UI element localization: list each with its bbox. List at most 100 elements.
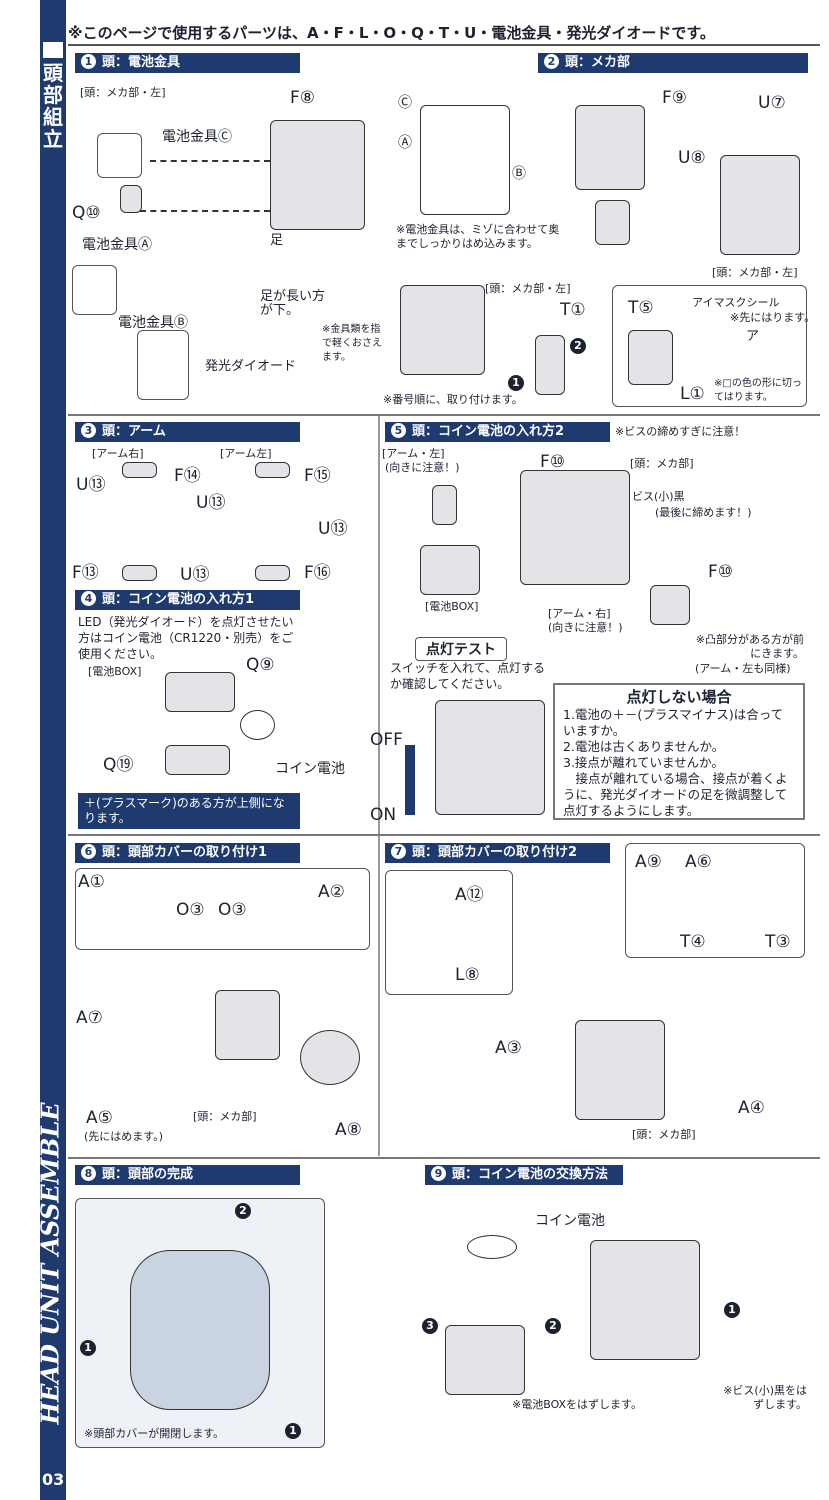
- part-label: Ⓑ: [512, 166, 526, 182]
- mecha-part-view: [420, 105, 510, 215]
- plus-side-note: ＋(プラスマーク)のある方が上側になります。: [78, 793, 300, 829]
- label: [頭：メカ部]: [193, 1110, 257, 1123]
- part-label: T①: [560, 300, 586, 320]
- part-label: A④: [738, 1098, 765, 1118]
- part-label: F⑩: [540, 452, 566, 472]
- head-mecha: [590, 1240, 700, 1360]
- label: アイマスクシール: [692, 296, 780, 309]
- note: ※頭部カバーが開閉します。: [84, 1427, 225, 1440]
- note: ※電池金具は、ミゾに合わせて奥までしっかりはめ込みます。: [396, 223, 560, 250]
- battery-box-cover: [165, 672, 235, 712]
- part-label: U⑬: [76, 475, 106, 495]
- label: [頭：メカ部・左]: [712, 266, 798, 279]
- part-label: A①: [78, 872, 105, 892]
- head-mecha: [215, 990, 280, 1060]
- switch-on-label: ON: [370, 805, 397, 825]
- order-mark-1: 1: [80, 1340, 96, 1356]
- part-label: U⑬: [196, 493, 226, 513]
- part-l1: [628, 330, 673, 385]
- part-label: A⑦: [76, 1008, 103, 1028]
- part-label: U⑬: [180, 565, 210, 585]
- order-mark-1: 1: [724, 1302, 740, 1318]
- label: [頭：メカ部・左]: [485, 282, 571, 295]
- label: [電池BOX]: [88, 665, 142, 678]
- coin-battery: [467, 1235, 517, 1259]
- label: [頭：メカ部]: [632, 1128, 696, 1141]
- head-mecha: [435, 700, 545, 815]
- part-label: F⑭: [174, 466, 201, 486]
- order-mark-2: 2: [570, 338, 586, 354]
- part-label: コイン電池: [535, 1213, 605, 1229]
- part-label: 電池金具Ⓑ: [118, 315, 188, 331]
- troubleshoot-text: 1.電池の＋－(プラスマイナス)は合っていますか。 2.電池は古くありませんか。…: [563, 707, 788, 818]
- order-mark-2: 2: [545, 1318, 561, 1334]
- note: ※ビス(小)黒をはずします。: [723, 1384, 807, 1411]
- part-label: O③: [176, 900, 205, 920]
- side-marker: [43, 42, 63, 58]
- side-title: 頭部組立: [43, 61, 63, 151]
- guide-line: [140, 210, 270, 212]
- arm-part: [255, 565, 290, 581]
- part-label: 足: [270, 233, 284, 248]
- side-english-title: HEAD UNIT ASSEMBLE: [35, 1102, 65, 1425]
- step-5-caution: ※ビスの締めすぎに注意！: [615, 425, 746, 438]
- divider: [68, 1157, 820, 1159]
- note: (先にはめます。): [84, 1130, 163, 1143]
- divider: [378, 416, 380, 834]
- order-mark-2: 2: [235, 1203, 251, 1219]
- light-test-title: 点灯テスト: [415, 637, 507, 661]
- note: (最後に締めます！): [655, 506, 752, 519]
- part-label: F⑯: [304, 563, 331, 583]
- note: ※番号順に、取り付けます。: [383, 393, 523, 406]
- part-label: F⑮: [304, 466, 331, 486]
- battery-box-base: [165, 745, 230, 775]
- note: ※電池BOXをはずします。: [512, 1398, 642, 1411]
- label: [電池BOX]: [425, 600, 479, 613]
- parts-closeup-box: [385, 870, 513, 995]
- parts-note: ※このページで使用するパーツは、A・F・L・O・Q・T・U・電池金具・発光ダイオ…: [68, 24, 715, 42]
- divider: [68, 834, 820, 836]
- part-t1: [535, 335, 565, 395]
- troubleshoot-title: 点灯しない場合: [626, 688, 732, 706]
- part-q10: [120, 185, 142, 213]
- part-label: A③: [495, 1038, 522, 1058]
- label: ア: [746, 329, 760, 344]
- label: [アーム右]: [92, 447, 144, 460]
- part-label: F⑬: [72, 563, 99, 583]
- part-label: コイン電池: [275, 761, 345, 777]
- note: ※□の色の形に切ってはります。: [714, 378, 802, 403]
- part-closeup: [72, 265, 117, 315]
- light-test-text: スイッチを入れて、点灯するか確認してください。: [390, 661, 546, 691]
- part-label: T④: [680, 932, 706, 952]
- arm-right: [650, 585, 690, 625]
- side-bar: 頭部組立 HEAD UNIT ASSEMBLE 03: [36, 0, 66, 1500]
- arm-part: [255, 462, 290, 478]
- part-label: A⑨: [635, 852, 662, 872]
- part-label: 発光ダイオード: [205, 359, 297, 374]
- mecha-part: [400, 285, 485, 375]
- note: (アーム・左も同様): [695, 662, 791, 675]
- switch-off-label: OFF: [370, 730, 403, 750]
- cover-a2: [300, 1030, 360, 1085]
- note: ※先にはります。: [730, 311, 816, 324]
- mecha-part: [270, 120, 365, 230]
- part-label: O③: [218, 900, 247, 920]
- troubleshoot-box: 点灯しない場合 1.電池の＋－(プラスマイナス)は合っていますか。 2.電池は古…: [553, 683, 805, 820]
- part-label: U⑬: [318, 519, 348, 539]
- label: [頭：メカ部・左]: [80, 86, 166, 99]
- note: ※凸部分がある方が前にきます。: [695, 633, 804, 660]
- label: (向きに注意！): [548, 621, 623, 634]
- label: [頭：メカ部]: [630, 457, 694, 470]
- part-label: Q⑩: [72, 203, 101, 223]
- note: 足が長い方が下。: [260, 289, 326, 318]
- part-label: L⑧: [455, 965, 480, 985]
- part-label: Ⓒ: [398, 95, 412, 111]
- part-label: A⑤: [86, 1108, 113, 1128]
